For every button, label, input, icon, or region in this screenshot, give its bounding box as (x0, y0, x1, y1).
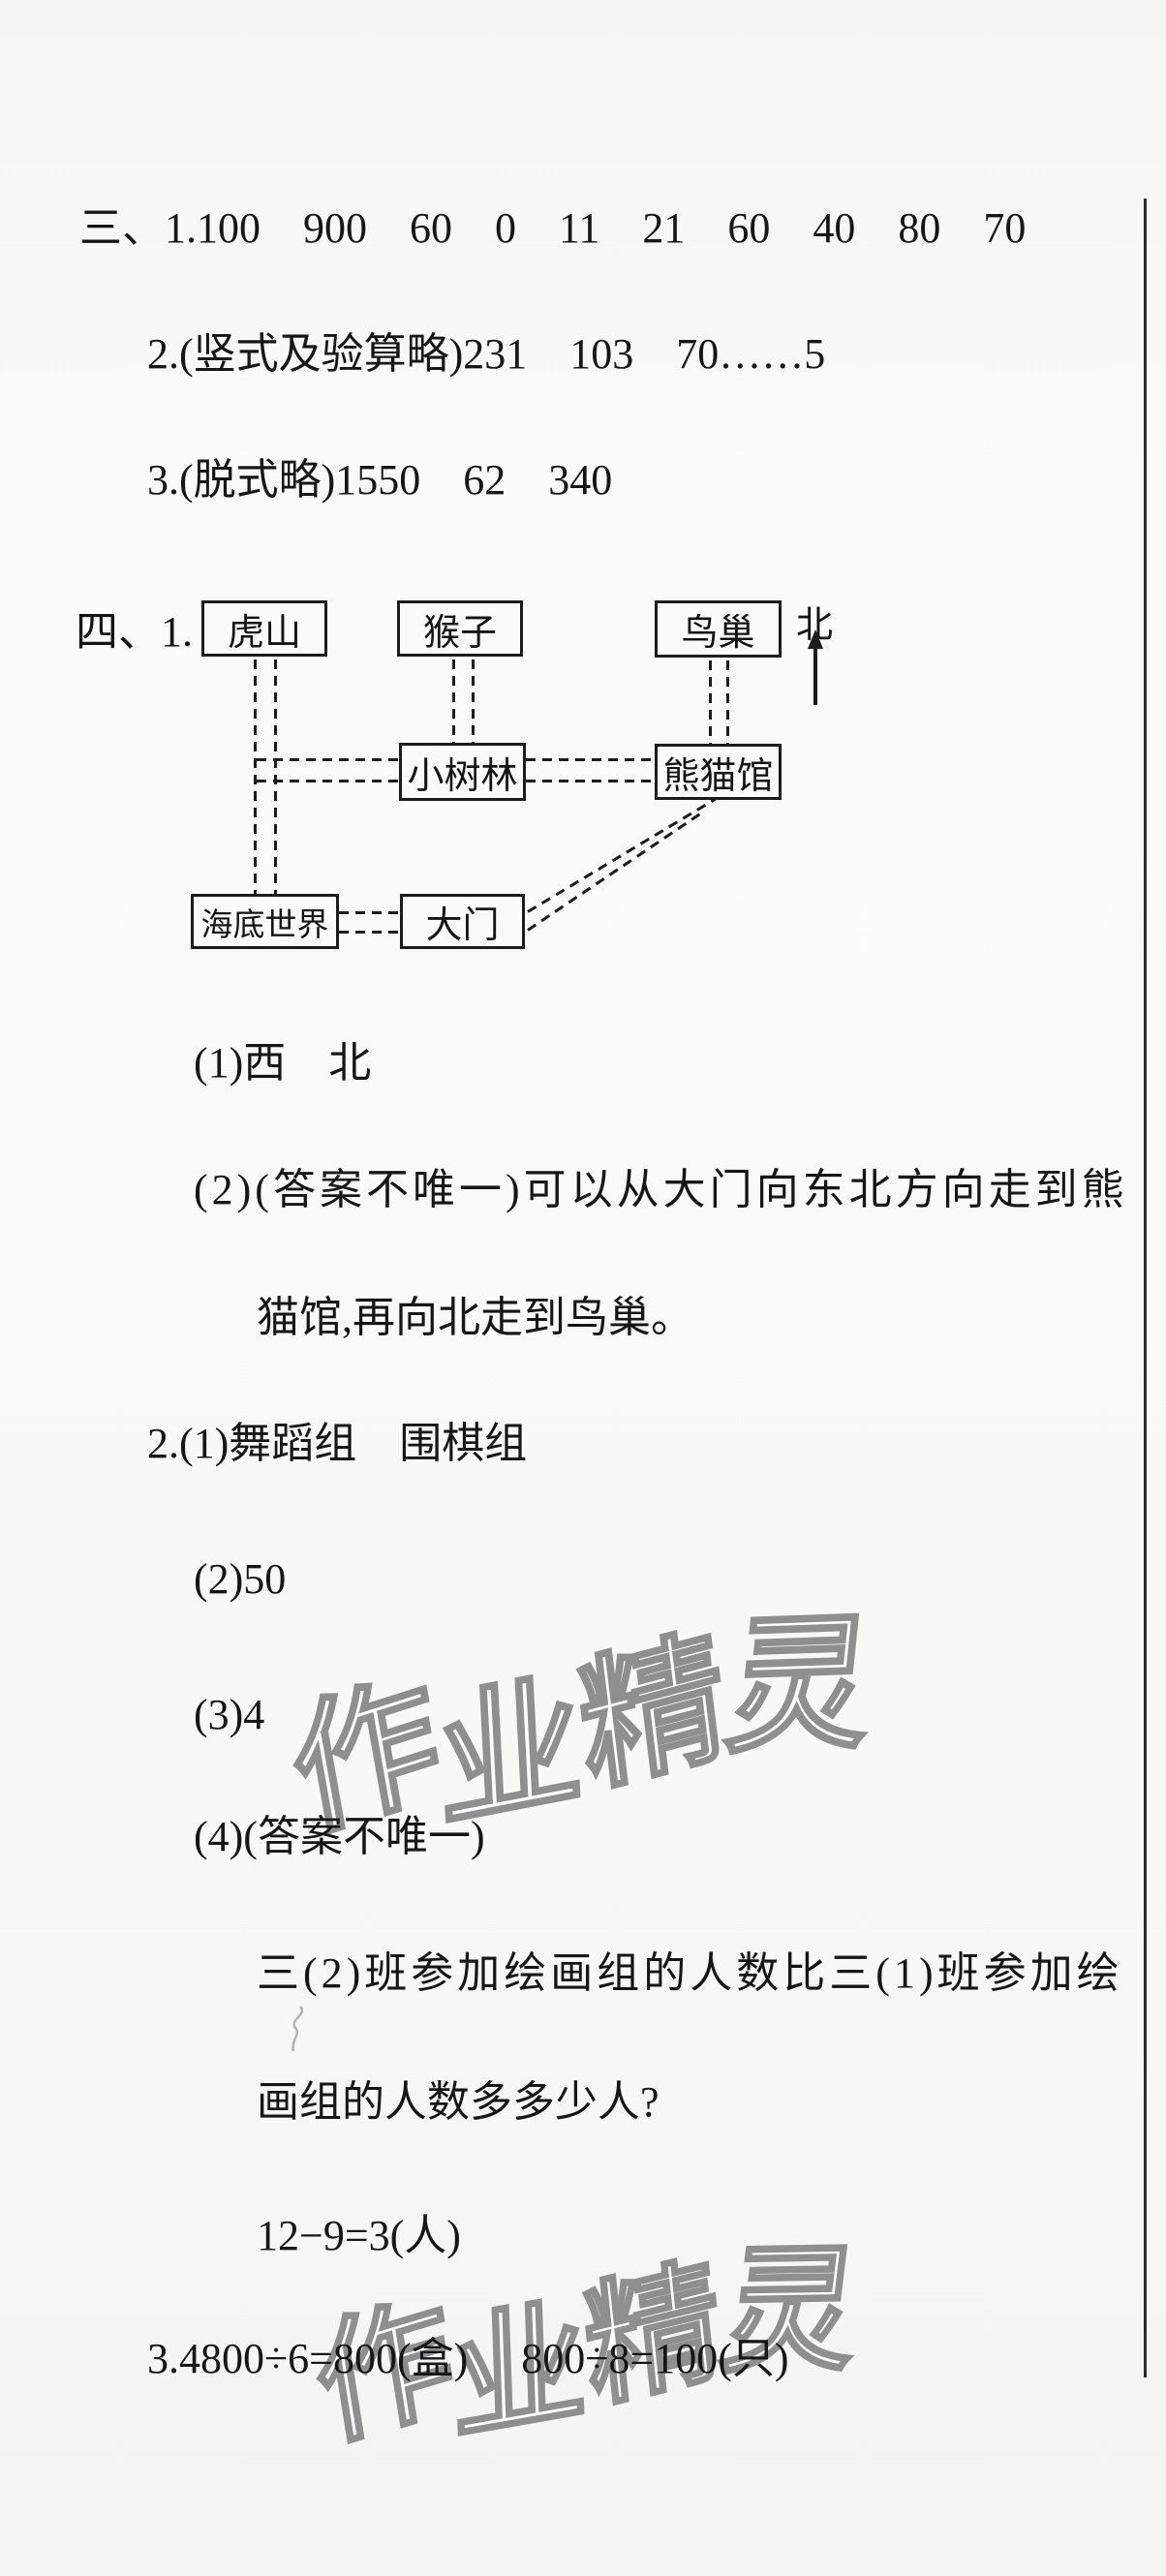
map-box-main-gate: 大门 (400, 894, 525, 949)
answer-line-three-3: 3.(脱式略)1550 62 340 (147, 456, 613, 504)
dashed-path-segment (257, 758, 399, 761)
map-box-bird-nest: 鸟巢 (655, 600, 782, 658)
dashed-path-segment (527, 810, 705, 932)
section-four-label: 四、1. (76, 608, 193, 656)
answer-line-four-2-4-example2: 画组的人数多多少人? (257, 2078, 660, 2126)
watermark-zuoye-jingling: 作业精灵 (279, 1597, 881, 1862)
answer-line-four-3: 3.4800÷6=800(盒) 800÷8=100(只) (147, 2335, 789, 2382)
dashed-path-segment (527, 797, 717, 913)
dashed-path-segment (726, 660, 729, 744)
answer-line-three-2: 2.(竖式及验算略)231 103 70……5 (147, 330, 826, 378)
answer-line-four-2-4: (4)(答案不唯一) (194, 1813, 485, 1860)
answer-line-four-1-2a: (2)(答案不唯一)可以从大门向东北方向走到熊 (194, 1166, 1128, 1213)
dashed-path-segment (472, 659, 475, 743)
map-box-small-woods: 小树林 (399, 743, 526, 801)
answer-line-four-2-3: (3)4 (194, 1691, 265, 1738)
dashed-path-segment (254, 659, 257, 894)
map-box-monkey: 猴子 (397, 600, 523, 657)
dashed-path-segment (339, 911, 400, 914)
dashed-path-segment (526, 780, 655, 782)
dashed-path-segment (709, 660, 712, 744)
dashed-path-segment (526, 758, 655, 761)
answer-line-four-2-1: 2.(1)舞蹈组 围棋组 (147, 1420, 528, 1467)
map-box-panda-house: 熊猫馆 (655, 744, 782, 800)
answer-line-four-2-4-solution: 12−9=3(人) (257, 2212, 461, 2259)
map-box-tiger-hill: 虎山 (201, 600, 327, 657)
answer-line-four-2-2: (2)50 (194, 1555, 287, 1603)
answer-line-four-1-2b: 猫馆,再向北走到鸟巢。 (257, 1294, 693, 1341)
answer-line-four-1-1: (1)西 北 (194, 1039, 372, 1087)
dashed-path-segment (257, 780, 399, 782)
dashed-path-segment (274, 659, 277, 894)
pencil-mark (292, 2006, 304, 2052)
page-border-line (1144, 199, 1147, 2377)
dashed-path-segment (452, 659, 455, 743)
map-box-underwater-world: 海底世界 (191, 894, 339, 949)
dashed-path-segment (339, 931, 400, 934)
answer-line-three-1: 三、1.100 900 60 0 11 21 60 40 80 70 (79, 204, 1027, 252)
answer-line-four-2-4-example1: 三(2)班参加绘画组的人数比三(1)班参加绘 (257, 1949, 1123, 1997)
north-arrow-icon (808, 629, 823, 705)
